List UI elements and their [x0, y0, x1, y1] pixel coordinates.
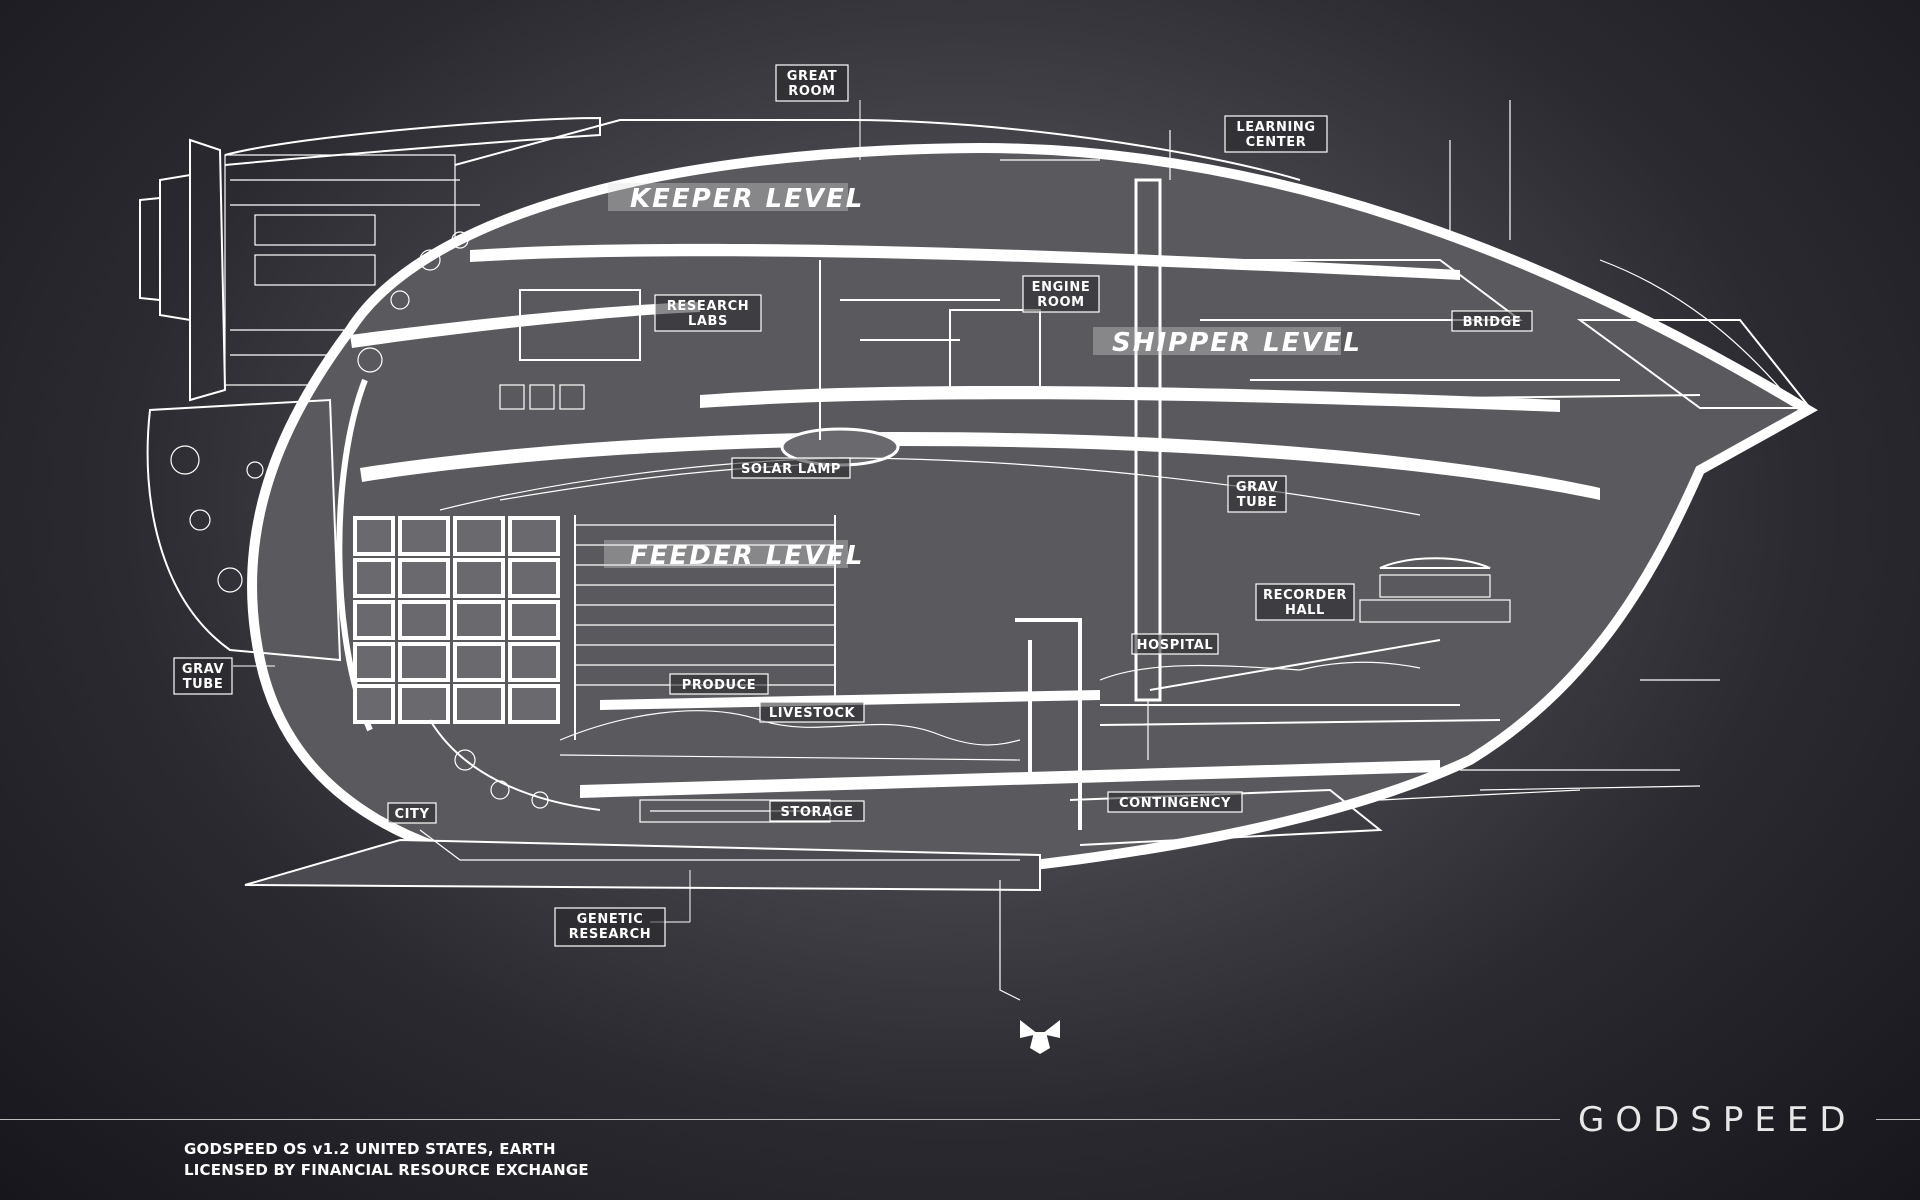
- label-city: CITY: [387, 802, 437, 824]
- svg-text:RESEARCH: RESEARCH: [667, 299, 749, 314]
- label-produce: PRODUCE: [669, 673, 769, 695]
- shipper-level-banner: SHIPPER LEVEL: [1093, 327, 1362, 358]
- svg-text:LABS: LABS: [688, 314, 728, 329]
- svg-text:ROOM: ROOM: [788, 84, 835, 99]
- svg-text:LEARNING: LEARNING: [1236, 120, 1315, 135]
- keeper-level-banner: KEEPER LEVEL: [608, 183, 864, 214]
- svg-text:LIVESTOCK: LIVESTOCK: [769, 706, 856, 721]
- bow-fin: [1576, 319, 1813, 409]
- svg-text:RECORDER: RECORDER: [1263, 588, 1347, 603]
- svg-text:CITY: CITY: [394, 807, 429, 822]
- svg-text:RESEARCH: RESEARCH: [569, 927, 651, 942]
- feeder-level-banner: FEEDER LEVEL: [604, 540, 864, 571]
- svg-text:BRIDGE: BRIDGE: [1463, 315, 1522, 330]
- footer-line-2: LICENSED BY FINANCIAL RESOURCE EXCHANGE: [184, 1161, 589, 1179]
- svg-text:STORAGE: STORAGE: [780, 805, 853, 820]
- label-grav-tube-mid: GRAV TUBE: [1227, 475, 1287, 513]
- svg-text:SOLAR LAMP: SOLAR LAMP: [741, 462, 841, 477]
- svg-text:PRODUCE: PRODUCE: [682, 678, 757, 693]
- label-engine-room: ENGINE ROOM: [1022, 275, 1100, 313]
- landscape: [559, 710, 1021, 746]
- footer-divider-right: [1876, 1119, 1920, 1120]
- engine-block: [139, 116, 1301, 402]
- bow-line: [1599, 259, 1791, 401]
- label-recorder-hall: RECORDER HALL: [1255, 583, 1355, 621]
- svg-text:ROOM: ROOM: [1037, 295, 1084, 310]
- svg-text:ENGINE: ENGINE: [1032, 280, 1091, 295]
- svg-text:TUBE: TUBE: [1237, 495, 1278, 510]
- label-grav-tube-left: GRAV TUBE: [173, 657, 275, 695]
- svg-text:CENTER: CENTER: [1246, 135, 1307, 150]
- keel: [244, 838, 1041, 892]
- feeder-level-text: FEEDER LEVEL: [630, 541, 864, 571]
- svg-text:HOSPITAL: HOSPITAL: [1137, 638, 1214, 653]
- label-bridge: BRIDGE: [1451, 310, 1533, 332]
- footer-line-1: GODSPEED OS v1.2 UNITED STATES, EARTH: [184, 1140, 556, 1158]
- city-grid: [353, 516, 560, 724]
- footer-divider: [0, 1119, 1560, 1120]
- winged-emblem-icon: [1020, 1020, 1060, 1054]
- label-contingency: CONTINGENCY: [1107, 791, 1243, 813]
- svg-text:TUBE: TUBE: [183, 677, 224, 692]
- svg-text:GRAV: GRAV: [182, 662, 224, 677]
- svg-text:CONTINGENCY: CONTINGENCY: [1119, 796, 1231, 811]
- label-genetic-research: GENETIC RESEARCH: [554, 870, 691, 947]
- svg-text:HALL: HALL: [1285, 603, 1325, 618]
- label-livestock: LIVESTOCK: [759, 701, 865, 723]
- svg-text:GREAT: GREAT: [787, 69, 837, 84]
- upper-details: [357, 100, 1701, 440]
- footer-credits: GODSPEED OS v1.2 UNITED STATES, EARTH LI…: [184, 1139, 589, 1181]
- svg-text:GRAV: GRAV: [1236, 480, 1278, 495]
- label-storage: STORAGE: [769, 800, 865, 822]
- label-hospital: HOSPITAL: [1131, 633, 1219, 655]
- deck-separators: [350, 243, 1600, 798]
- hull: [247, 142, 1818, 888]
- label-great-room: GREAT ROOM: [775, 64, 861, 160]
- label-research-labs: RESEARCH LABS: [654, 294, 762, 332]
- shipper-level-text: SHIPPER LEVEL: [1112, 328, 1362, 358]
- grav-tube-housing: [146, 398, 342, 662]
- brand-wordmark: GODSPEED: [1578, 1100, 1857, 1140]
- keeper-level-text: KEEPER LEVEL: [630, 184, 864, 214]
- svg-text:GENETIC: GENETIC: [577, 912, 644, 927]
- label-solar-lamp: SOLAR LAMP: [731, 457, 851, 479]
- label-learning-center: LEARNING CENTER: [1224, 115, 1328, 153]
- probe-line: [999, 880, 1021, 1001]
